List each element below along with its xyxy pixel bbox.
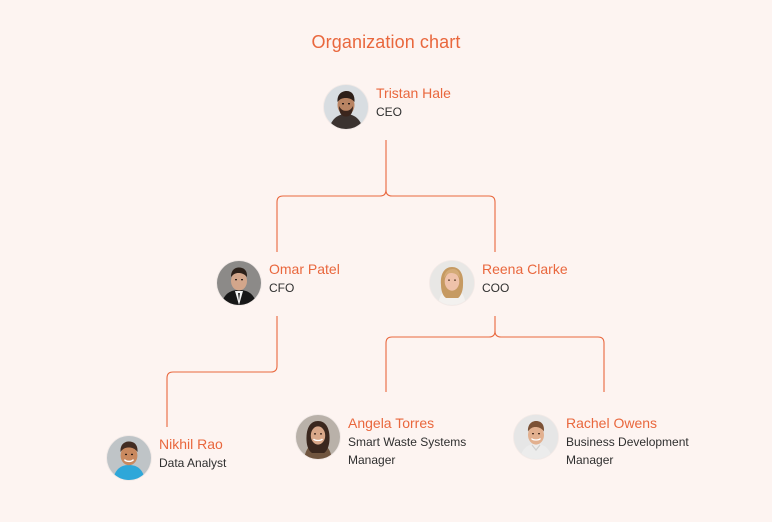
connector-coo-down-right [494, 330, 502, 338]
node-info-nikhil: Nikhil Rao Data Analyst [159, 436, 329, 472]
connector-coo-to-rachel [501, 336, 605, 392]
avatar-omar [217, 261, 261, 305]
avatar-nikhil [107, 436, 151, 480]
node-role-omar: CFO [269, 281, 295, 295]
node-name-angela: Angela Torres [348, 415, 435, 431]
node-name-rachel: Rachel Owens [566, 415, 658, 431]
node-role-reena: COO [482, 281, 510, 295]
connector-coo-to-angela [385, 336, 489, 392]
man-beard-icon [324, 85, 368, 129]
connector-ceo-to-cfo [276, 195, 380, 252]
connector-ceo-down-right [385, 189, 393, 197]
man-short-hair-icon [514, 415, 558, 459]
avatar-tristan [324, 85, 368, 129]
connector-ceo-down [379, 140, 387, 197]
node-name-omar: Omar Patel [269, 261, 340, 277]
connector-coo-down [488, 316, 496, 338]
woman-blonde-icon [430, 261, 474, 305]
man-suit-icon [217, 261, 261, 305]
node-role-angela: Smart Waste Systems Manager [348, 435, 467, 467]
node-info-reena: Reena Clarke COO [482, 261, 652, 297]
node-role-tristan: CEO [376, 105, 403, 119]
connector-cfo-to-analyst [166, 316, 278, 427]
node-info-rachel: Rachel Owens Business Development Manage… [566, 415, 736, 469]
node-role-nikhil: Data Analyst [159, 456, 227, 470]
connector-ceo-to-coo [392, 195, 496, 252]
node-info-angela: Angela Torres Smart Waste Systems Manage… [348, 415, 518, 469]
woman-dark-hair-icon [296, 415, 340, 459]
avatar-rachel [514, 415, 558, 459]
avatar-angela [296, 415, 340, 459]
node-name-tristan: Tristan Hale [376, 85, 451, 101]
node-role-rachel: Business Development Manager [566, 435, 689, 467]
man-smiling-icon [107, 436, 151, 480]
node-info-tristan: Tristan Hale CEO [376, 85, 546, 121]
node-name-nikhil: Nikhil Rao [159, 436, 223, 452]
avatar-reena [430, 261, 474, 305]
node-info-omar: Omar Patel CFO [269, 261, 439, 297]
chart-title: Organization chart [311, 32, 461, 52]
node-name-reena: Reena Clarke [482, 261, 568, 277]
